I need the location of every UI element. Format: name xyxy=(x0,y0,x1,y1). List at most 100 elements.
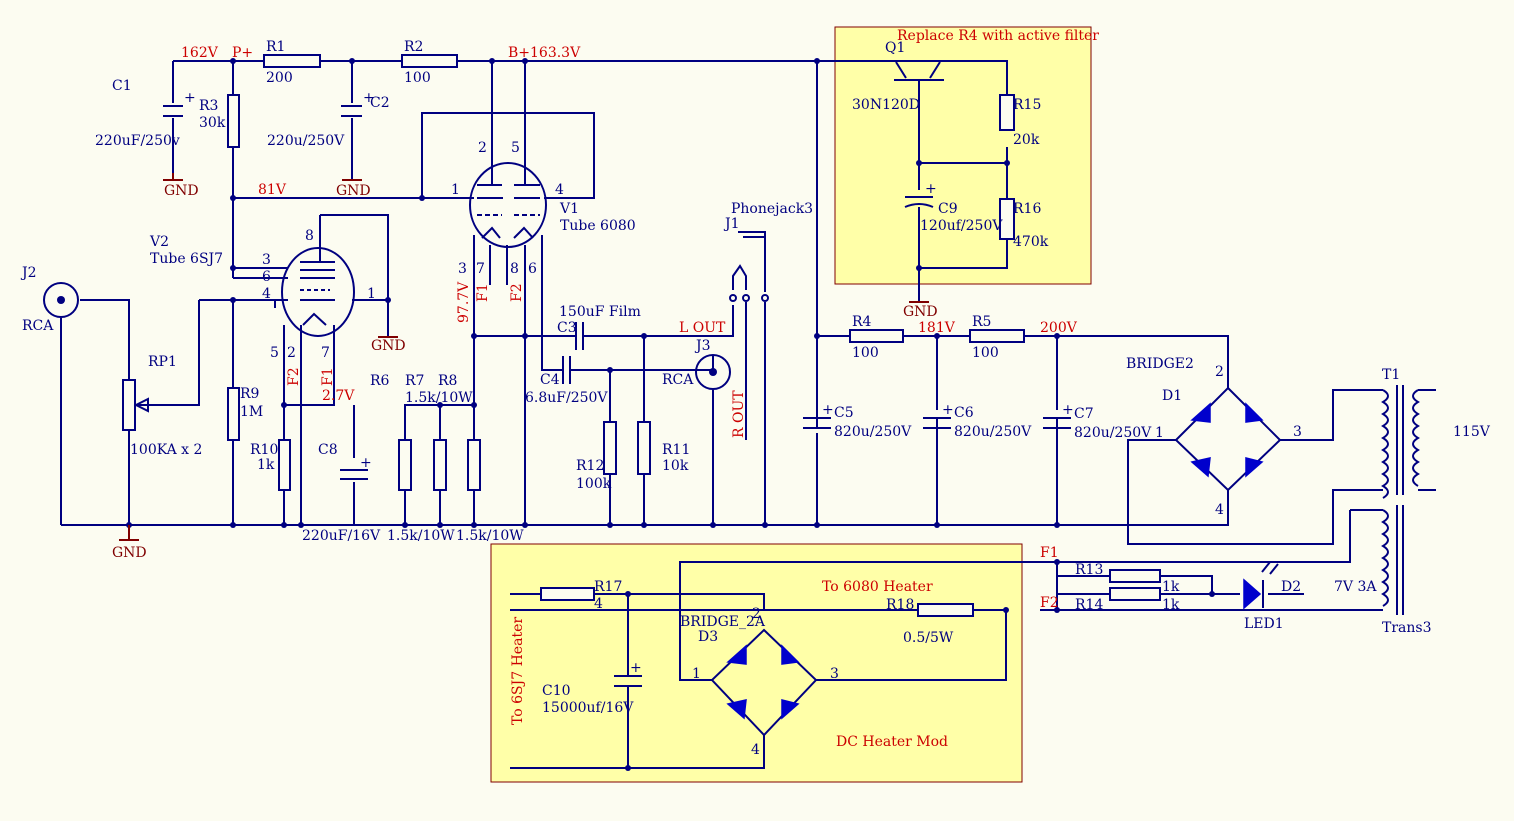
v2-pin-7: 7 xyxy=(321,345,330,361)
r17-body xyxy=(540,587,595,601)
r18-ref: R18 xyxy=(886,597,914,613)
c8-plates xyxy=(340,469,368,480)
part-labels: C1 220uF/250v R3 30k R1 200 C2 220u/250V… xyxy=(20,39,1491,716)
c4-val: 6.8uF/250V xyxy=(525,390,608,406)
gnd-label-rp1: GND xyxy=(112,545,147,561)
c5-plus: + xyxy=(822,402,834,418)
c2-ref: C2 xyxy=(370,95,390,111)
v1-val: Tube 6080 xyxy=(560,218,636,234)
r8-val: 1.5k/10W xyxy=(456,528,524,544)
c6-val: 820u/250V xyxy=(954,424,1032,440)
net-163v: 163.3V xyxy=(530,45,581,61)
net-81v: 81V xyxy=(258,182,287,198)
r13-val: 1k xyxy=(1162,579,1180,595)
r13-ref: R13 xyxy=(1075,562,1103,578)
v2-pin-3: 3 xyxy=(262,252,271,268)
v1-pin-4: 4 xyxy=(555,182,564,198)
v1-pin-7: 7 xyxy=(476,261,485,277)
grounds: GND GND GND GND GND xyxy=(112,173,938,561)
v1-f2: F2 xyxy=(509,283,525,302)
v2-pin-6: 6 xyxy=(262,269,271,285)
c6-plus: + xyxy=(942,402,954,418)
r4-body xyxy=(849,329,904,343)
j3-ring xyxy=(695,354,731,390)
v1-pin-6: 6 xyxy=(528,261,537,277)
r18-body xyxy=(917,603,974,617)
tube-v2 xyxy=(281,215,355,337)
r14-val: 1k xyxy=(1162,597,1180,613)
v2-pin-8: 8 xyxy=(305,228,314,244)
net-162v: 162V xyxy=(181,45,219,61)
d1-ref: D1 xyxy=(1162,388,1182,404)
c9-plus: + xyxy=(925,181,937,197)
q1-val: 30N120D xyxy=(852,97,920,113)
r7-val: 1.5k/10W xyxy=(405,390,473,406)
v1-pin-3: 3 xyxy=(458,261,467,277)
j2-ref: J2 xyxy=(20,265,37,281)
c1-plus: + xyxy=(184,90,196,106)
r3-ref: R3 xyxy=(199,98,218,114)
r1-val: 200 xyxy=(266,70,293,86)
r8-body xyxy=(467,439,481,491)
c1-plates xyxy=(163,105,183,117)
led1-ref: LED1 xyxy=(1244,616,1284,632)
transformer-t1 xyxy=(1381,385,1436,499)
c5-val: 820u/250V xyxy=(834,424,912,440)
note-dc-heater-mod: DC Heater Mod xyxy=(836,734,948,750)
c2-plus: + xyxy=(363,90,375,106)
v2-f2: F2 xyxy=(286,367,302,386)
r12-ref: R12 xyxy=(576,458,604,474)
r11-ref: R11 xyxy=(662,442,690,458)
net-pplus: P+ xyxy=(232,45,253,61)
v1-ref: V1 xyxy=(559,201,579,217)
d3-pin-3: 3 xyxy=(830,666,839,682)
r2-body xyxy=(401,54,458,68)
d3-pin-4: 4 xyxy=(751,742,760,758)
r14-body xyxy=(1109,587,1161,601)
t1-val: 115V xyxy=(1453,424,1491,440)
c10-plus: + xyxy=(630,660,642,676)
resistors xyxy=(122,54,1161,617)
bridge2-pin-4: 4 xyxy=(1215,502,1224,518)
trans3-val: 7V 3A xyxy=(1334,579,1377,595)
r6-body xyxy=(398,439,412,491)
transformer-trans3 xyxy=(1381,505,1404,615)
dc-heater-mod-box xyxy=(490,543,1023,783)
gnd-label-filter: GND xyxy=(903,304,938,320)
r9-body xyxy=(227,387,240,441)
v2-pin-4: 4 xyxy=(262,286,271,302)
v1-pin-8: 8 xyxy=(510,261,519,277)
v1-pin-2: 2 xyxy=(478,140,487,156)
r-out: R OUT xyxy=(731,390,747,438)
c9-val: 120uf/250V xyxy=(920,218,1003,234)
r4-val: 100 xyxy=(852,345,879,361)
gnd-label-c2: GND xyxy=(336,183,371,199)
j1-contacts xyxy=(732,264,747,290)
rp1-val: 100KA x 2 xyxy=(130,442,202,458)
r9-ref: R9 xyxy=(240,386,259,402)
r3-val: 30k xyxy=(199,115,226,131)
r15-val: 20k xyxy=(1013,132,1040,148)
c8-val: 220uF/16V xyxy=(302,528,381,544)
r6-ref: R6 xyxy=(370,373,390,389)
r2-ref: R2 xyxy=(404,39,423,55)
r5-val: 100 xyxy=(972,345,999,361)
r7-body xyxy=(433,439,447,491)
j1-body xyxy=(738,231,766,292)
note-active-filter: Replace R4 with active filter xyxy=(897,28,1099,44)
led-d2 xyxy=(1243,561,1279,610)
v1-pin-1: 1 xyxy=(451,182,460,198)
active-filter-box xyxy=(834,26,1092,285)
bridge2 xyxy=(1174,386,1282,492)
r5-ref: R5 xyxy=(972,314,991,330)
c4-ref: C4 xyxy=(540,372,560,388)
d3-pin-2: 2 xyxy=(752,606,761,622)
wires xyxy=(60,60,1383,769)
net-f1: F1 xyxy=(1040,545,1059,561)
r12-body xyxy=(603,421,617,475)
q1-ref: Q1 xyxy=(885,40,905,56)
net-181v: 181V xyxy=(918,320,956,336)
c9-ref: C9 xyxy=(938,201,958,217)
c2-plates xyxy=(341,105,362,117)
r11-body xyxy=(637,421,651,475)
